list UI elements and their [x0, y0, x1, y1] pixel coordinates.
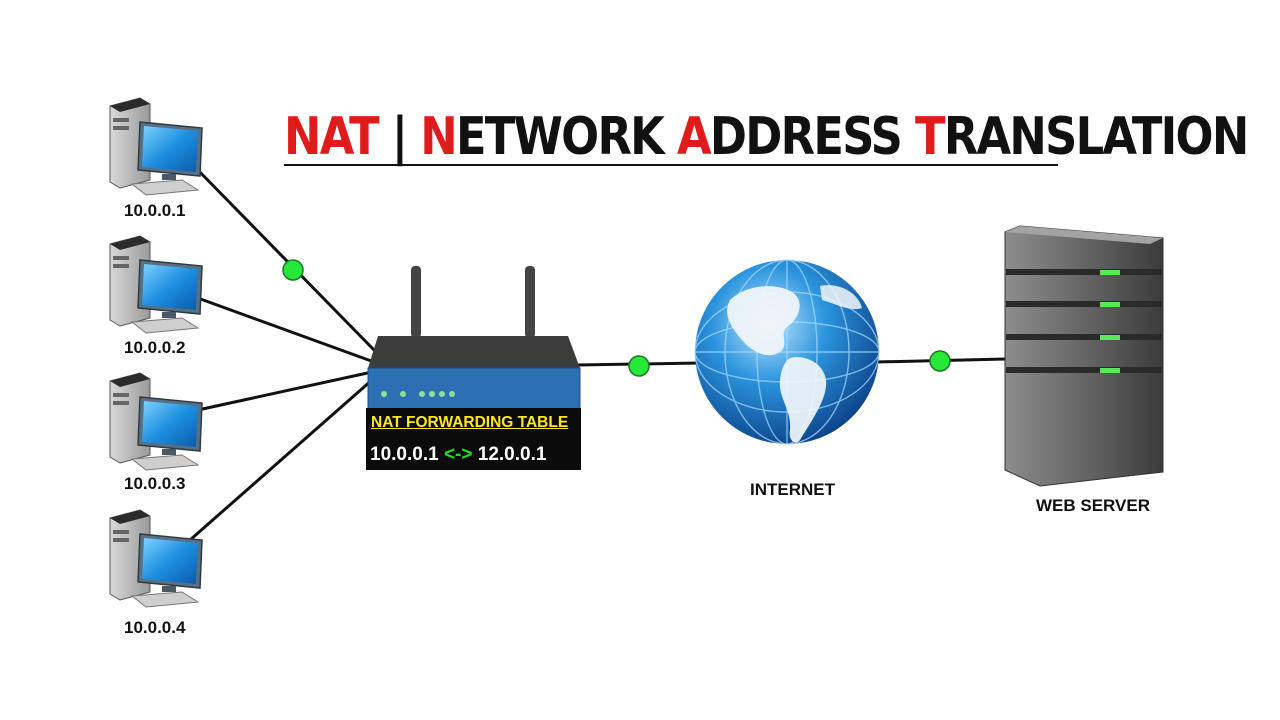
title-underline	[284, 164, 1058, 166]
client-ip-label: 10.0.0.2	[124, 338, 186, 357]
client-ip-label: 10.0.0.4	[124, 618, 186, 637]
link-client-1	[188, 160, 378, 354]
title-segment: DDRESS	[709, 107, 916, 167]
client-ip-label: 10.0.0.1	[124, 201, 186, 220]
title-segment: ETWORK	[455, 107, 677, 167]
web-server-label: WEB SERVER	[1036, 496, 1150, 515]
link-client-4	[189, 378, 373, 542]
link-dot-internet-server	[929, 350, 951, 372]
title-segment: |	[377, 107, 421, 167]
title-segment: RANSLATION	[943, 107, 1249, 167]
internet-label: INTERNET	[750, 480, 835, 499]
title-segment: NAT	[284, 107, 380, 167]
nat-table-row: 10.0.0.1 <-> 12.0.0.1	[370, 444, 546, 466]
title-segment: N	[420, 107, 457, 167]
nat-forwarding-table: NAT FORWARDING TABLE 10.0.0.1 <-> 12.0.0…	[366, 408, 581, 470]
link-client-3	[197, 370, 373, 412]
nat-public-ip: 12.0.0.1	[477, 444, 547, 465]
page-title: NAT | NETWORK ADDRESS TRANSLATION	[284, 104, 1249, 170]
title-segment: A	[676, 107, 712, 167]
client-ip-label: 10.0.0.3	[124, 474, 186, 493]
nat-private-ip: 10.0.0.1	[370, 444, 439, 465]
link-client-2	[194, 295, 375, 364]
nat-table-title: NAT FORWARDING TABLE	[371, 414, 569, 431]
link-dot-router-internet	[628, 355, 650, 377]
nat-mapping-arrow: <->	[443, 444, 473, 465]
title-segment: T	[915, 107, 946, 167]
link-dot-client-1	[282, 259, 304, 281]
